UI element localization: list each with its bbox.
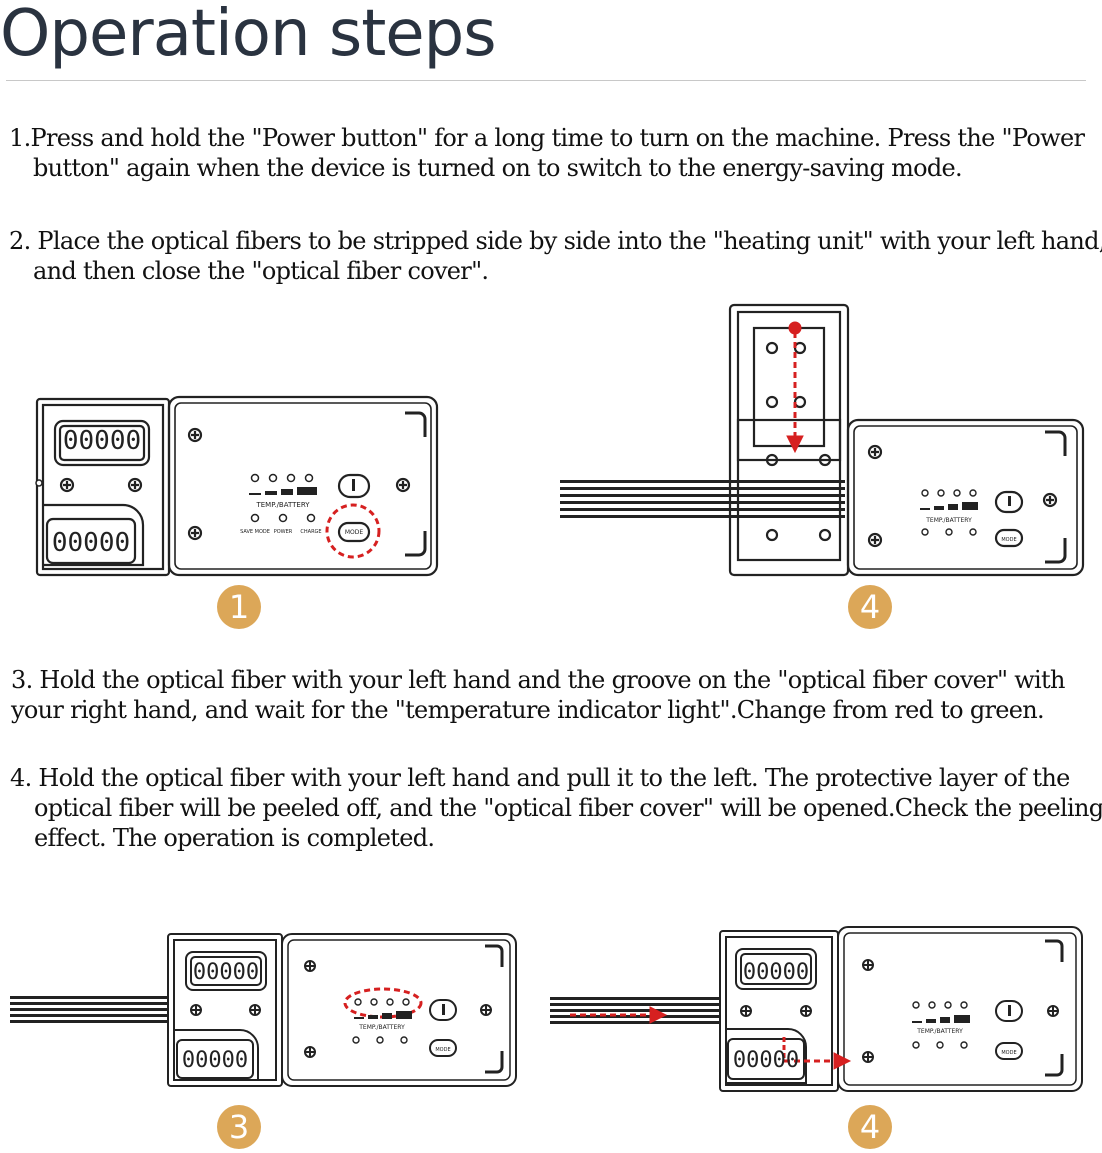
mode-button-label-3: MODE: [435, 1047, 450, 1053]
indicator-label-2: TEMP./BATTERY: [925, 517, 972, 524]
diagram-step-1: 00000 00000 TEMP./BATTERY SAVE MODE POWE…: [35, 395, 439, 577]
diagram-step-2: TEMP./BATTERY MODE: [560, 303, 1085, 577]
mode-button-label: MODE: [345, 529, 364, 536]
mode-label-save: SAVE MODE: [240, 529, 270, 535]
step-2-line-2: and then close the "optical fiber cover"…: [33, 257, 489, 285]
step-1-text: 1.Press and hold the "Power button" for …: [9, 123, 1085, 183]
arrow-down-icon: [786, 321, 804, 454]
step-2-text: 2. Place the optical fibers to be stripp…: [9, 226, 1102, 286]
page-title: Operation steps: [0, 0, 497, 71]
counter-bottom-3: 00000: [182, 1048, 248, 1073]
step-1-line-1: 1.Press and hold the "Power button" for …: [9, 124, 1085, 152]
mode-label-power: POWER: [274, 529, 293, 535]
step-1-line-2: button" again when the device is turned …: [33, 154, 963, 182]
step-3-text: 3. Hold the optical fiber with your left…: [11, 665, 1065, 725]
step-2-line-1: 2. Place the optical fibers to be stripp…: [9, 227, 1102, 255]
step-4-line-1: 4. Hold the optical fiber with your left…: [10, 764, 1070, 792]
arrow-left-icon: [570, 1006, 668, 1024]
step-badge-3: 3: [217, 1105, 261, 1149]
counter-top-4: 00000: [743, 960, 809, 985]
arrow-right-icon: [782, 1037, 852, 1070]
step-badge-1: 1: [217, 585, 261, 629]
step-4-text: 4. Hold the optical fiber with your left…: [10, 763, 1102, 853]
diagram-step-4: 00000 00000 TEMP./BATTERY MODE: [550, 926, 1083, 1092]
step-badge-4-top: 4: [848, 585, 892, 629]
step-badge-4-bottom: 4: [848, 1105, 892, 1149]
indicator-label: TEMP./BATTERY: [255, 501, 310, 509]
mode-button-label-2: MODE: [1001, 537, 1016, 543]
mode-button-label-4: MODE: [1001, 1050, 1016, 1056]
title-divider: [6, 80, 1086, 81]
indicator-label-3: TEMP./BATTERY: [358, 1024, 405, 1031]
indicator-label-4: TEMP./BATTERY: [916, 1028, 963, 1035]
step-4-line-3: effect. The operation is completed.: [34, 824, 435, 852]
diagram-step-3: 00000 00000 TEMP./BATTERY MODE: [10, 933, 517, 1087]
counter-bottom-4: 00000: [733, 1048, 799, 1073]
step-3-line-2: your right hand, and wait for the "tempe…: [11, 696, 1045, 724]
counter-top-3: 00000: [193, 960, 259, 985]
mode-label-charge: CHARGE: [300, 529, 321, 535]
step-4-line-2: optical fiber will be peeled off, and th…: [34, 794, 1102, 822]
counter-bottom: 00000: [52, 528, 130, 558]
counter-top: 00000: [63, 426, 141, 456]
step-3-line-1: 3. Hold the optical fiber with your left…: [11, 666, 1065, 694]
